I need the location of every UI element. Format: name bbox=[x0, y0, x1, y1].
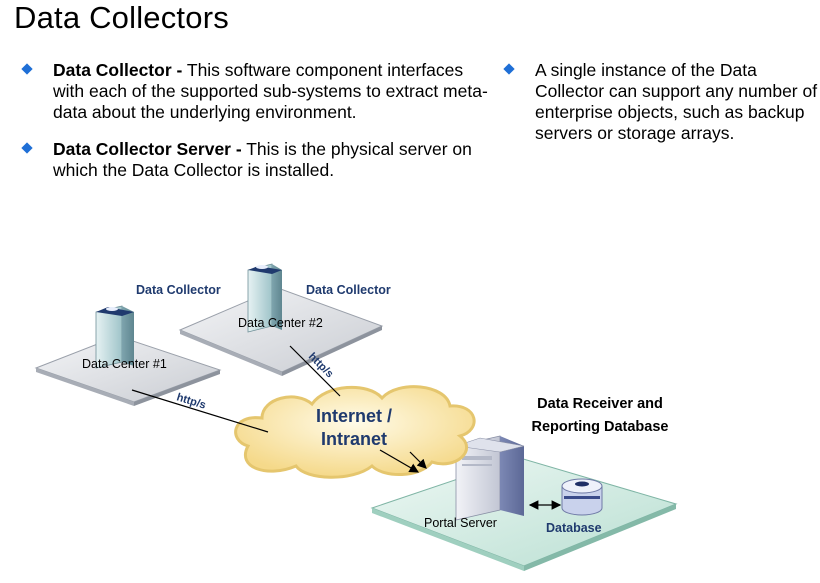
dc2-label: Data Center #2 bbox=[238, 316, 323, 330]
dc1-label: Data Center #1 bbox=[82, 357, 167, 371]
cloud-label-line2: Intranet bbox=[321, 429, 387, 449]
bullet-data-collector-server: Data Collector Server - This is the phys… bbox=[20, 139, 490, 181]
dc1-collector-label: Data Collector bbox=[136, 283, 221, 297]
arrow-cloud-to-receiver-1 bbox=[379, 449, 420, 473]
bullet-single-instance: A single instance of the Data Collector … bbox=[502, 60, 820, 144]
data-center-1 bbox=[34, 305, 222, 406]
receiver-label-line2: Reporting Database bbox=[532, 419, 669, 435]
link-dc1-to-cloud bbox=[131, 389, 269, 433]
link-dc2-to-cloud bbox=[289, 345, 341, 397]
portal-server-label: Portal Server bbox=[424, 516, 497, 530]
bullet-data-collector: Data Collector - This software component… bbox=[20, 60, 490, 123]
database-icon bbox=[561, 478, 603, 516]
bullet-text: This is the physical server on which the… bbox=[53, 139, 472, 180]
server-tower-icon bbox=[95, 305, 134, 369]
bullet-term: Data Collector - bbox=[53, 60, 183, 80]
bullet-list-right: A single instance of the Data Collector … bbox=[502, 60, 820, 160]
bullet-term: Data Collector Server - bbox=[53, 139, 242, 159]
arrow-cloud-to-receiver-2 bbox=[409, 451, 427, 469]
database-label: Database bbox=[546, 521, 602, 535]
internet-cloud bbox=[234, 385, 476, 479]
bullet-list-left: Data Collector - This software component… bbox=[20, 60, 490, 197]
receiver-platform bbox=[370, 435, 678, 571]
server-tower-icon bbox=[247, 263, 282, 333]
bullet-text: This software component interfaces with … bbox=[53, 60, 488, 122]
cloud-label-line1: Internet / bbox=[316, 406, 392, 426]
bullet-text: A single instance of the Data Collector … bbox=[535, 60, 818, 143]
dc2-collector-label: Data Collector bbox=[306, 283, 391, 297]
portal-server-icon bbox=[455, 435, 525, 521]
slide-title: Data Collectors bbox=[14, 0, 229, 35]
receiver-label-line1: Data Receiver and bbox=[537, 396, 663, 412]
